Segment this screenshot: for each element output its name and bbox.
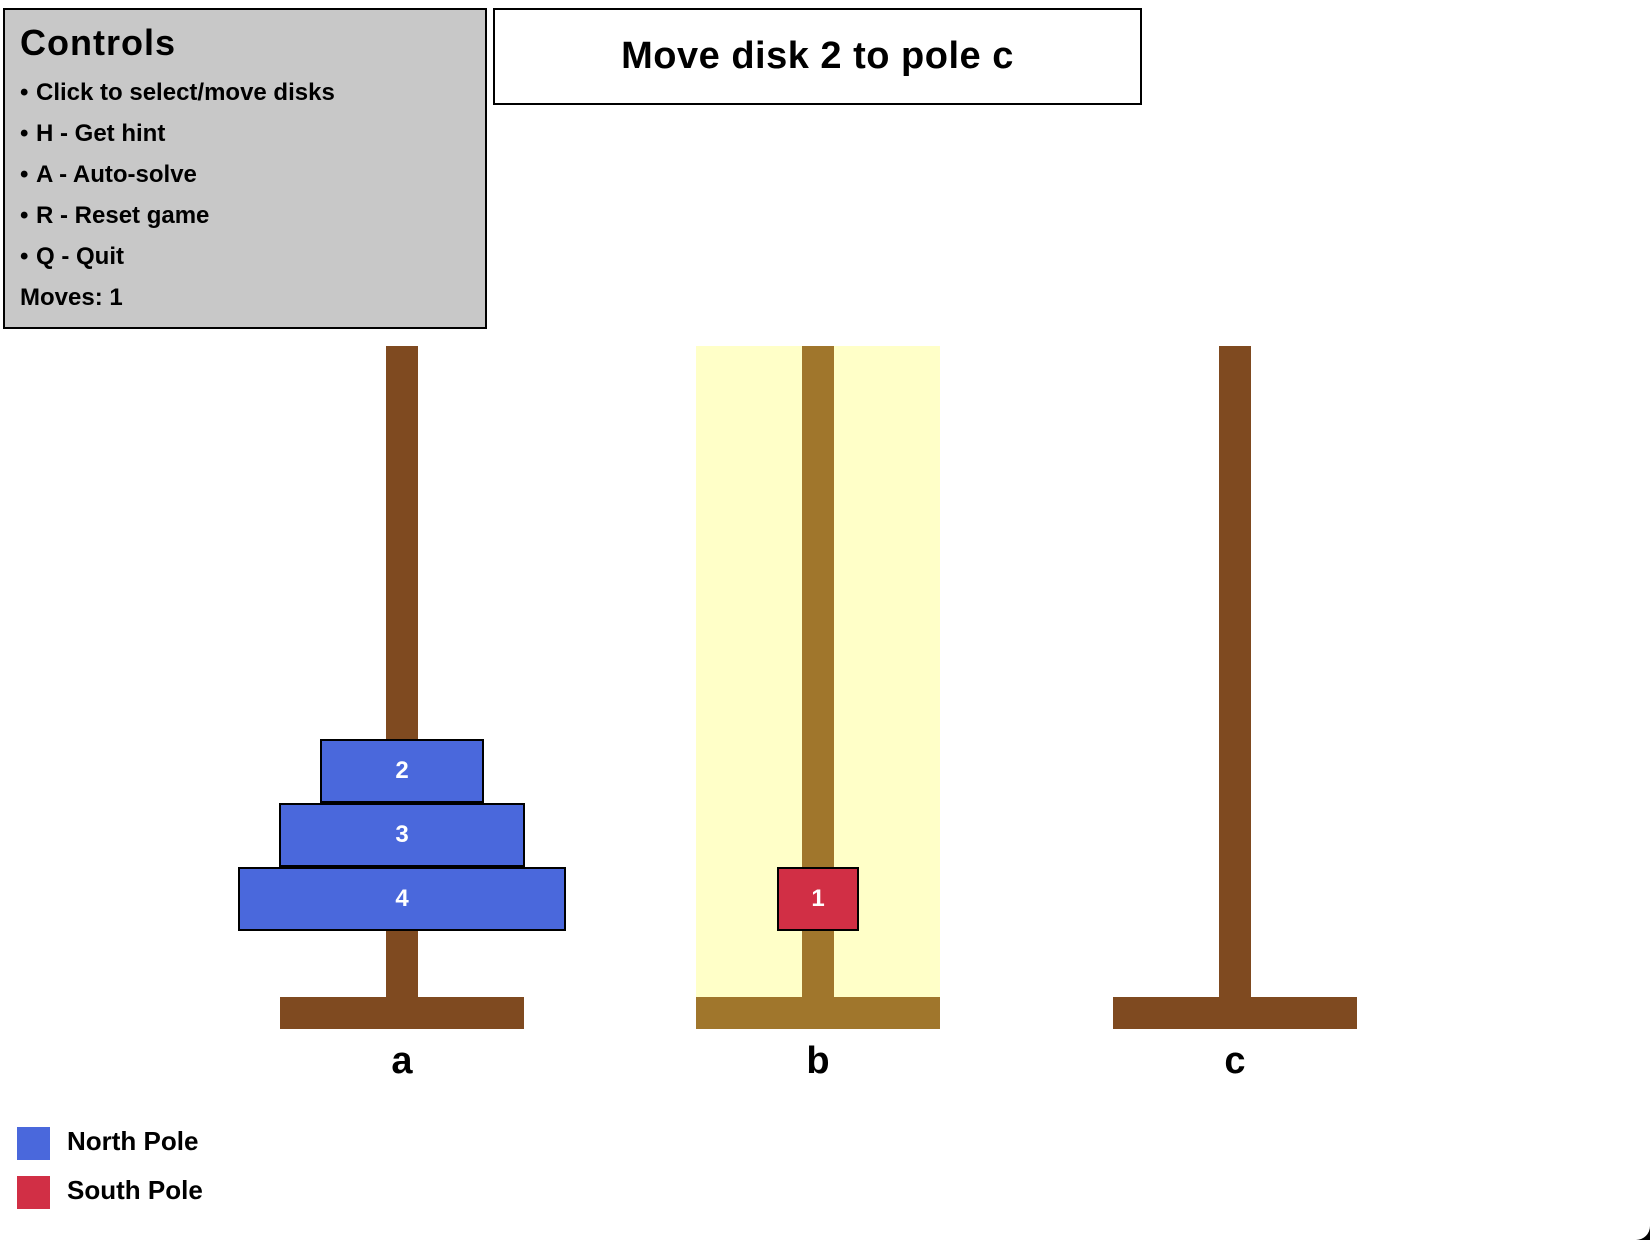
control-item-click: •Click to select/move disks <box>20 72 485 113</box>
control-item-quit: •Q - Quit <box>20 236 485 277</box>
pole-rod[interactable] <box>1219 346 1251 997</box>
bullet-icon: • <box>20 243 29 270</box>
disk-4[interactable]: 4 <box>238 867 566 931</box>
legend-label-south: South Pole <box>67 1175 203 1205</box>
north-pole-swatch <box>17 1127 50 1160</box>
bullet-icon: • <box>20 79 29 106</box>
bullet-icon: • <box>20 202 29 229</box>
control-item-autosolve: •A - Auto-solve <box>20 154 485 195</box>
pole-label-b: b <box>806 1040 830 1082</box>
controls-list: •Click to select/move disks •H - Get hin… <box>20 72 485 277</box>
control-item-reset: •R - Reset game <box>20 195 485 236</box>
disk-2[interactable]: 2 <box>320 739 484 803</box>
pole-label-c: c <box>1224 1040 1246 1082</box>
legend-item-south: South Pole <box>17 1173 317 1209</box>
bullet-icon: • <box>20 120 29 147</box>
south-pole-swatch <box>17 1176 50 1209</box>
pole-label-a: a <box>391 1040 413 1082</box>
controls-panel: Controls •Click to select/move disks •H … <box>3 8 487 329</box>
control-item-hint: •H - Get hint <box>20 113 485 154</box>
disk-3[interactable]: 3 <box>279 803 525 867</box>
pole-base[interactable] <box>696 997 940 1029</box>
legend-item-north: North Pole <box>17 1124 317 1160</box>
moves-counter: Moves: 1 <box>20 284 123 311</box>
hint-message: Move disk 2 to pole c <box>493 8 1142 105</box>
pole-base[interactable] <box>280 997 524 1029</box>
pole-base[interactable] <box>1113 997 1357 1029</box>
legend-label-north: North Pole <box>67 1126 199 1156</box>
disk-1[interactable]: 1 <box>777 867 859 931</box>
controls-title: Controls <box>20 22 176 63</box>
bullet-icon: • <box>20 161 29 188</box>
